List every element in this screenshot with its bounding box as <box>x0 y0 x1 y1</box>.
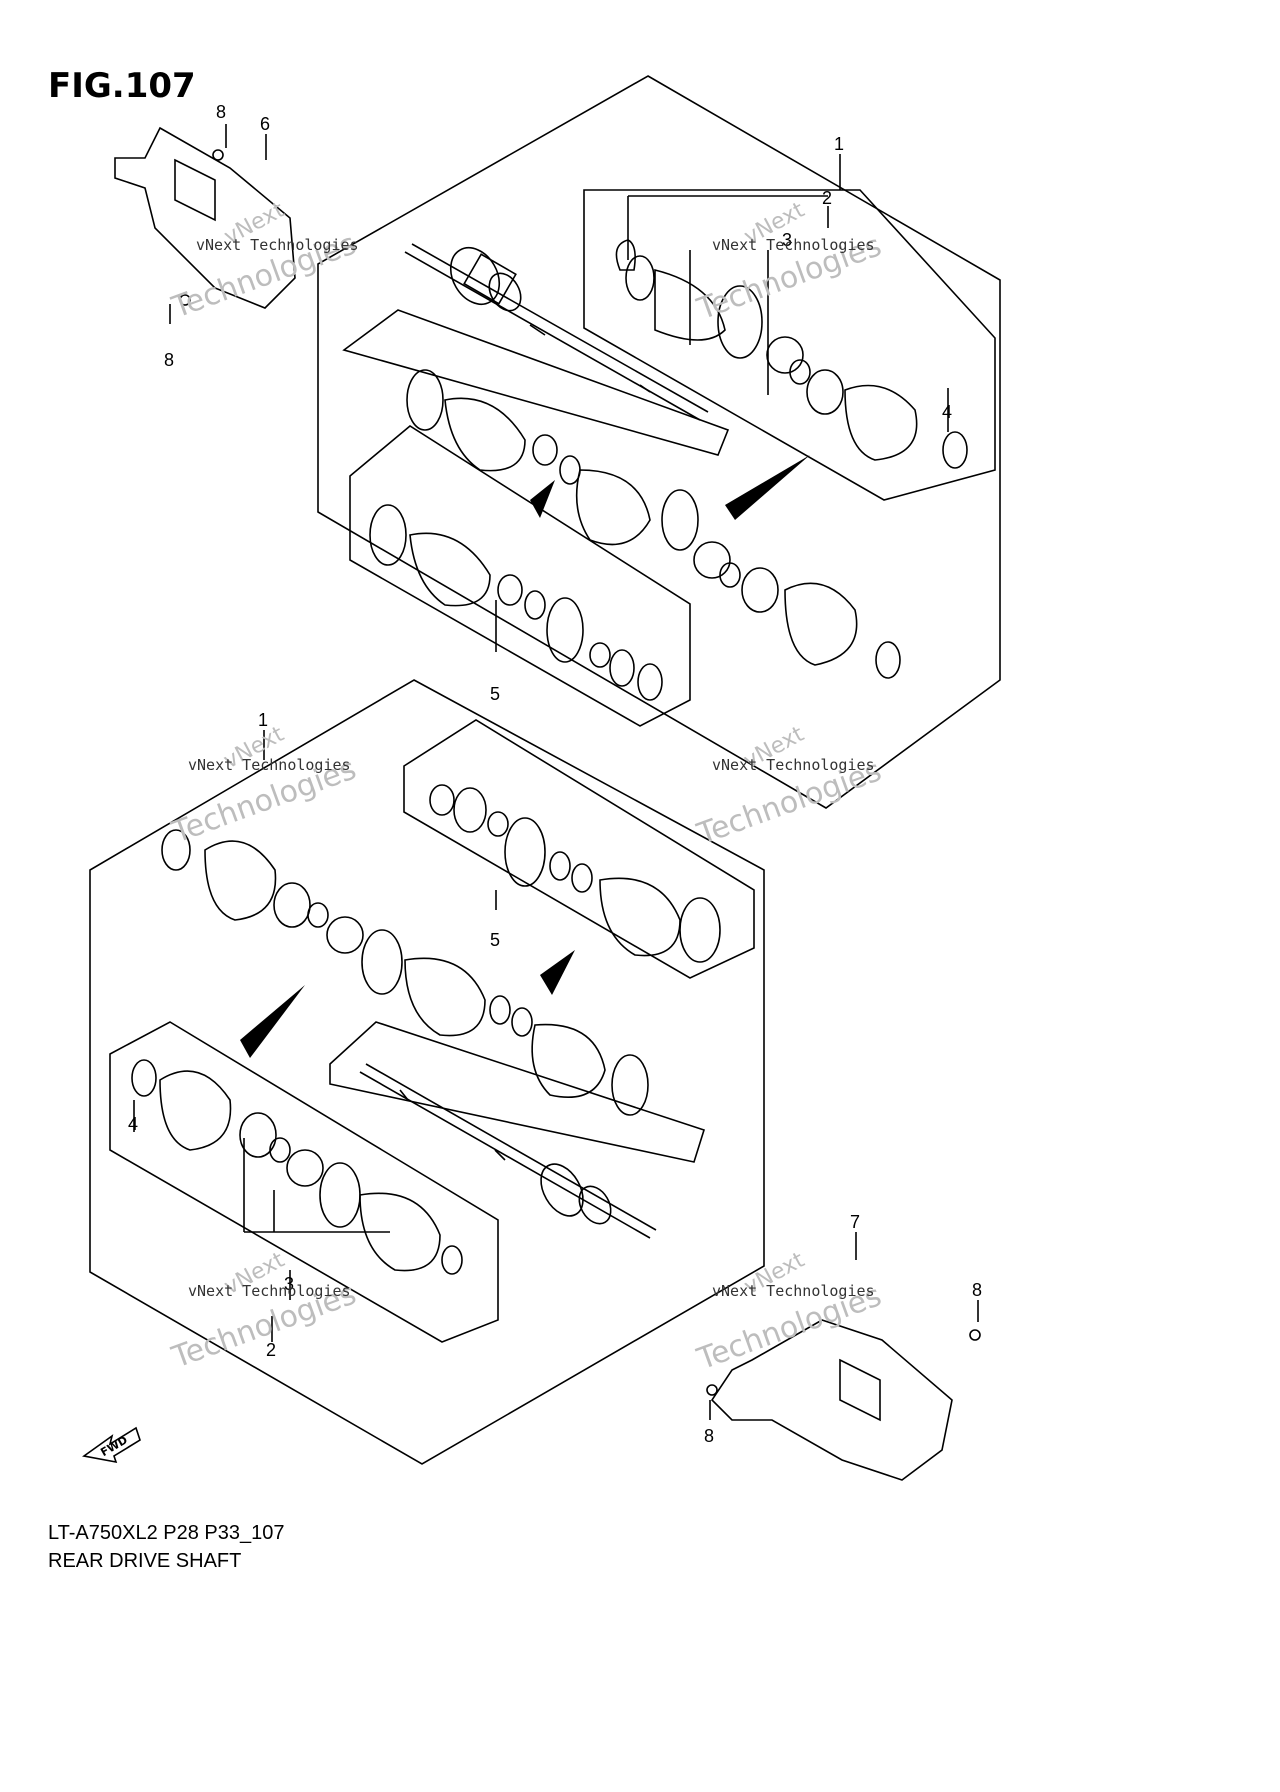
drive-shaft-lower <box>359 1063 657 1239</box>
callout-4-lower: 4 <box>128 1114 138 1134</box>
lower-assembly-frame <box>89 679 765 1465</box>
fwd-arrow-icon: FWD <box>82 1426 141 1464</box>
svg-text:vNext Technologies: vNext Technologies <box>712 756 875 774</box>
callout-8-lower-right: 8 <box>972 1280 982 1300</box>
bracket-6 <box>114 126 296 309</box>
boot-kit-upper-middle <box>406 369 901 679</box>
diagram-name: REAR DRIVE SHAFT <box>48 1550 242 1572</box>
callout-labels: 1 2 3 4 5 6 8 8 1 2 3 4 5 7 8 8 <box>128 102 982 1446</box>
callout-5-upper: 5 <box>490 684 500 704</box>
model-code: LT-A750XL2 P28 P33_107 <box>48 1522 285 1544</box>
callout-1-upper: 1 <box>834 134 844 154</box>
watermark-1: vNext Technologies vNext Technologies <box>167 198 361 326</box>
boot-kit-upper-left <box>369 504 663 701</box>
svg-text:vNext Technologies: vNext Technologies <box>188 1282 351 1300</box>
callout-8-upper-bottom: 8 <box>164 350 174 370</box>
callout-7: 7 <box>850 1212 860 1232</box>
svg-text:vNext Technologies: vNext Technologies <box>196 236 359 254</box>
upper-assembly-frame <box>317 75 1001 809</box>
watermark-5: vNext Technologies vNext Technologies <box>167 1248 361 1376</box>
callout-8-lower-left: 8 <box>704 1426 714 1446</box>
boot-kit-lower-top <box>429 784 721 963</box>
boot-kit-upper-right <box>615 239 968 469</box>
svg-text:vNext Technologies: vNext Technologies <box>188 756 351 774</box>
figure-title: FIG.107 <box>48 66 196 106</box>
callout-2-upper: 2 <box>822 188 832 208</box>
drive-shaft-upper <box>404 243 709 421</box>
boot-kit-lower-middle <box>161 829 649 1116</box>
callout-5-lower: 5 <box>490 930 500 950</box>
watermark-2: vNext Technologies vNext Technologies <box>692 198 886 328</box>
callout-2-lower: 2 <box>266 1340 276 1360</box>
callout-8-upper-top: 8 <box>216 102 226 122</box>
bracket-7 <box>706 1319 981 1481</box>
watermark-4: vNext Technologies vNext Technologies <box>692 722 886 853</box>
callout-4-upper: 4 <box>942 402 952 422</box>
watermark-3: vNext Technologies vNext Technologies <box>167 722 361 851</box>
svg-text:vNext Technologies: vNext Technologies <box>712 1282 875 1300</box>
callout-3-upper: 3 <box>782 230 792 250</box>
callout-1-lower: 1 <box>258 710 268 730</box>
svg-text:vNext Technologies: vNext Technologies <box>712 236 875 254</box>
callout-3-lower: 3 <box>284 1274 294 1294</box>
callout-6: 6 <box>260 114 270 134</box>
boot-kit-lower-left <box>131 1059 463 1275</box>
watermark-6: vNext Technologies vNext Technologies <box>692 1248 886 1378</box>
